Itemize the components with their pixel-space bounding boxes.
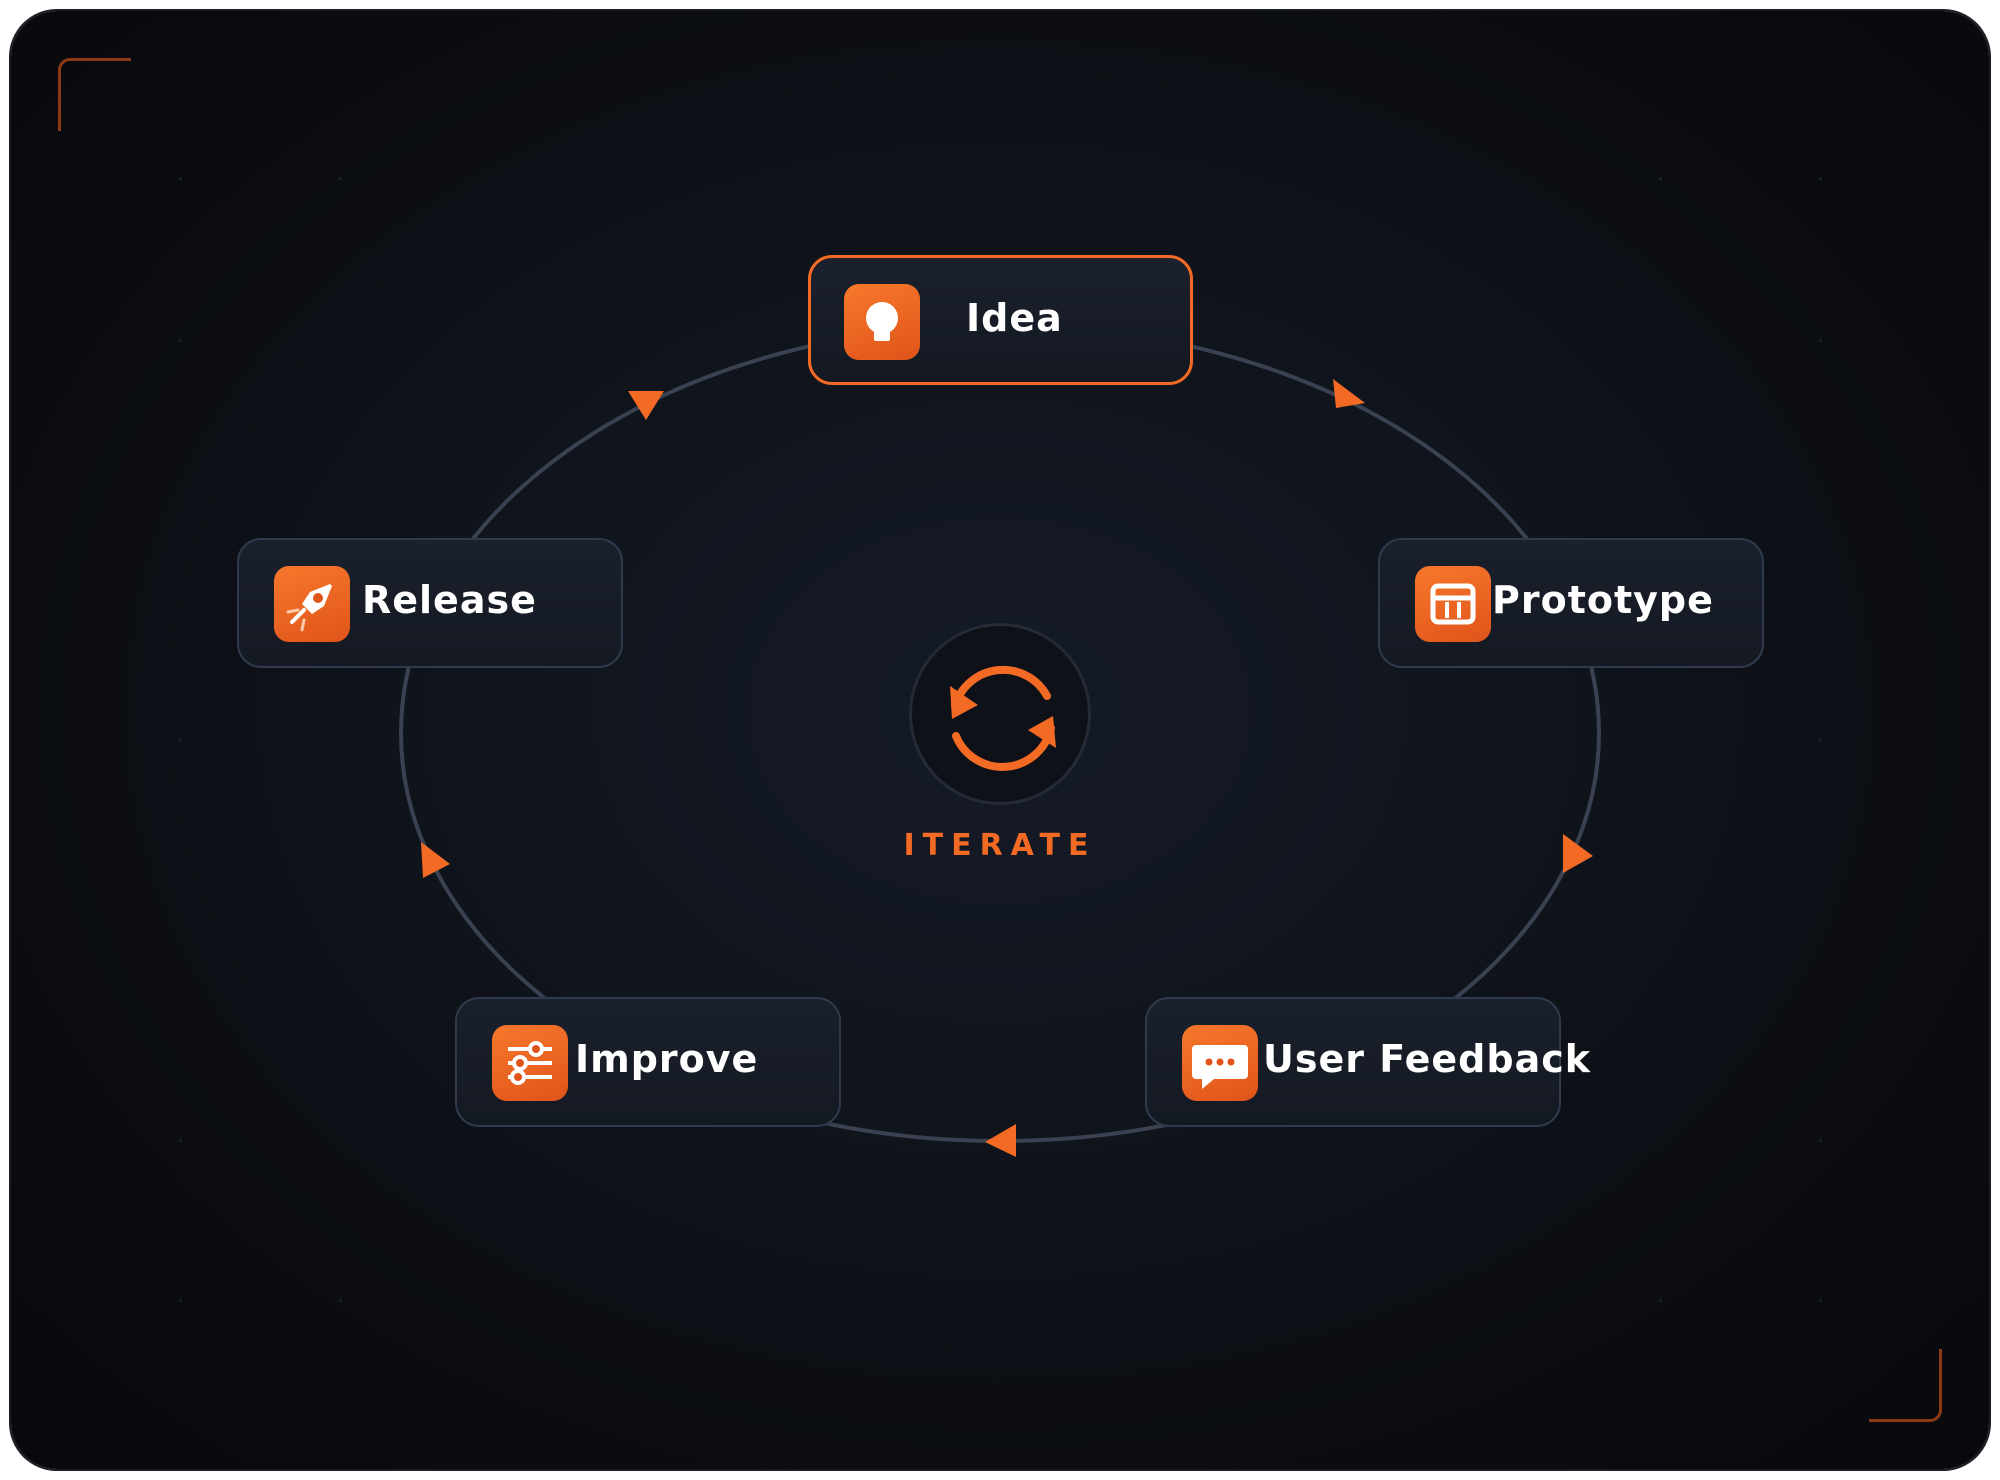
sliders-icon	[492, 1025, 568, 1101]
background-dot	[179, 177, 182, 180]
step-node-release[interactable]: Release	[237, 538, 623, 668]
flow-arrow-feedback-to-improve	[985, 1124, 1016, 1157]
corner-bracket-top-left	[58, 58, 131, 131]
refresh-cycle-icon	[950, 665, 1056, 771]
chat-bubble-icon	[1182, 1025, 1258, 1101]
background-dot	[1819, 1139, 1822, 1142]
rocket-icon	[274, 566, 350, 642]
background-dot	[179, 339, 182, 342]
background-dot	[179, 739, 182, 742]
flow-arrow-prototype-to-feedback	[1563, 834, 1593, 873]
flow-arrow-release-to-idea	[628, 391, 664, 420]
layout-template-icon	[1415, 566, 1491, 642]
flow-arrow-improve-to-release	[421, 842, 450, 878]
background-dot	[179, 1139, 182, 1142]
step-label-improve: Improve	[575, 1037, 759, 1081]
background-dot	[1819, 1299, 1822, 1302]
step-label-user-feedback: User Feedback	[1263, 1037, 1592, 1081]
lightbulb-icon	[844, 284, 920, 360]
background-dot	[1819, 339, 1822, 342]
flow-arrow-idea-to-prototype	[1333, 379, 1365, 408]
step-node-user-feedback[interactable]: User Feedback	[1145, 997, 1590, 1127]
iterate-label: ITERATE	[903, 828, 1097, 863]
background-dot	[339, 177, 342, 180]
background-dot	[1819, 739, 1822, 742]
corner-bracket-bottom-right	[1869, 1349, 1942, 1422]
step-label-idea: Idea	[966, 296, 1063, 340]
step-node-improve[interactable]: Improve	[455, 997, 841, 1127]
background-dot	[1659, 1299, 1662, 1302]
step-node-prototype[interactable]: Prototype	[1378, 538, 1764, 668]
background-dot	[179, 1299, 182, 1302]
iterate-hub	[909, 623, 1091, 805]
step-label-prototype: Prototype	[1492, 578, 1714, 622]
step-label-release: Release	[362, 578, 537, 622]
background-dot	[339, 1299, 342, 1302]
background-dot	[1819, 177, 1822, 180]
background-dot	[1659, 177, 1662, 180]
step-node-idea[interactable]: Idea	[808, 255, 1193, 385]
